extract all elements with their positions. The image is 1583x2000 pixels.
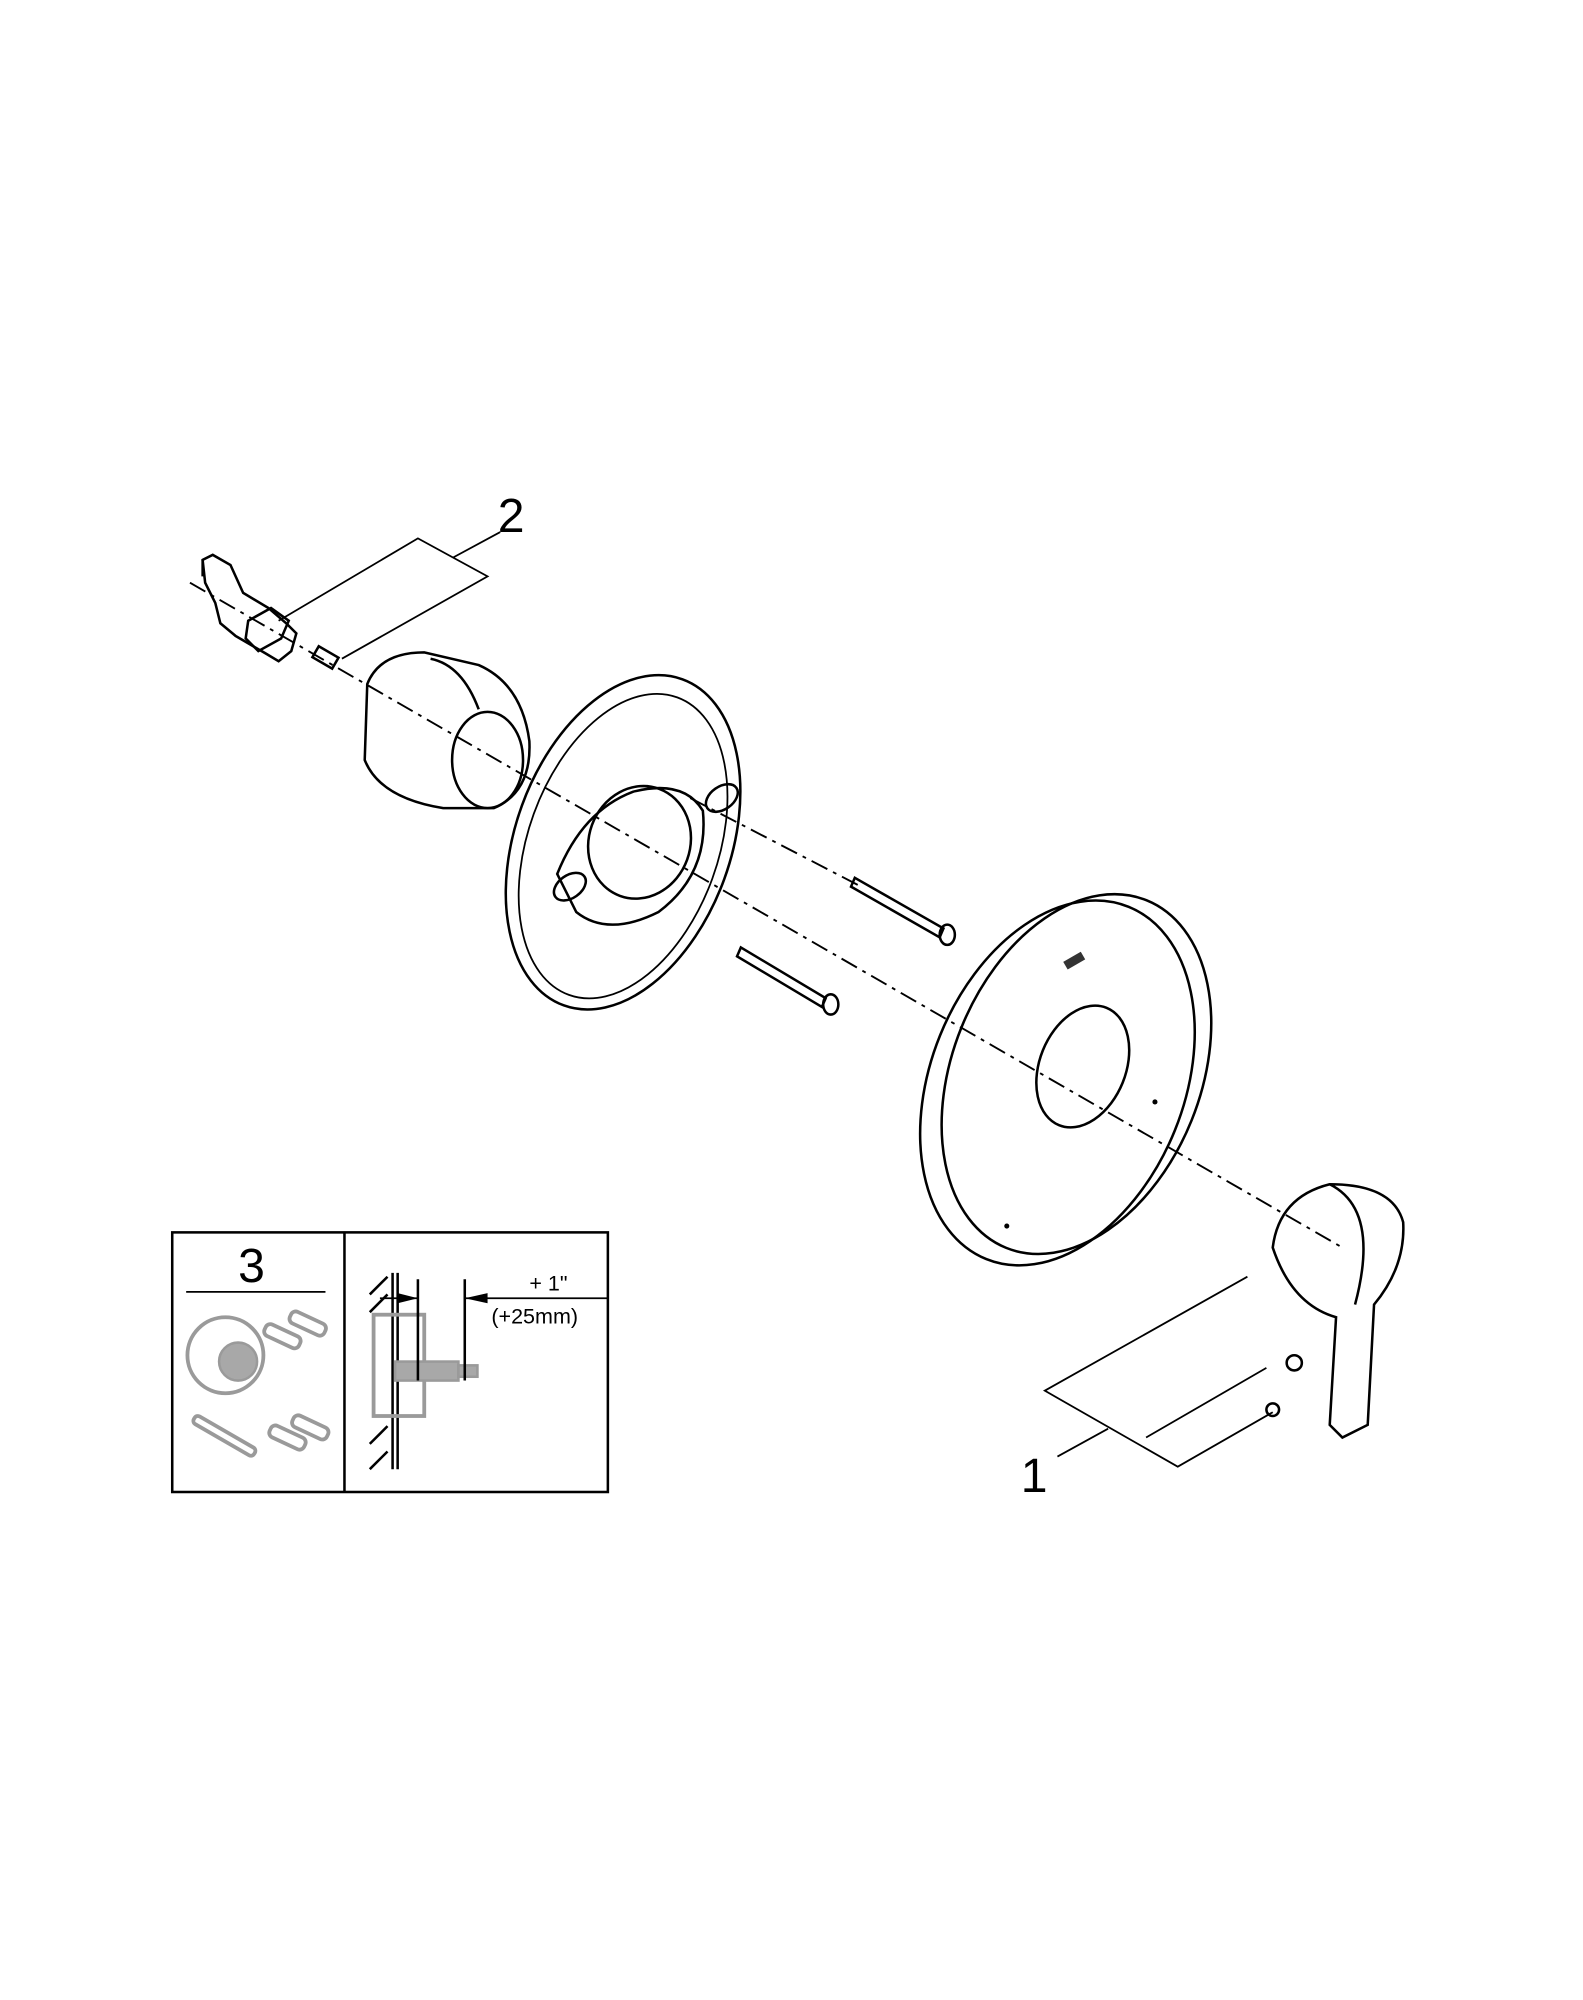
- callout-2: 2: [498, 489, 525, 543]
- assembly-axis: [189, 581, 1343, 1249]
- screw: [849, 875, 957, 947]
- escutcheon-plate: [918, 892, 1213, 1267]
- callout-1: 1: [1021, 1449, 1048, 1503]
- extension-kit-inset: 3 + 1" (+25mm): [170, 1231, 610, 1494]
- lever-handle: [1265, 1182, 1405, 1440]
- callout-3: 3: [238, 1239, 265, 1293]
- callout-1-leader: [1042, 1275, 1274, 1468]
- dimension-metric: (+25mm): [491, 1305, 578, 1329]
- wall-plate: [504, 673, 742, 1011]
- callout-2-leader: [278, 537, 490, 660]
- screw: [735, 945, 840, 1016]
- cartridge-part: [201, 553, 341, 671]
- dimension-imperial: + 1": [529, 1272, 567, 1296]
- sleeve: [363, 651, 531, 810]
